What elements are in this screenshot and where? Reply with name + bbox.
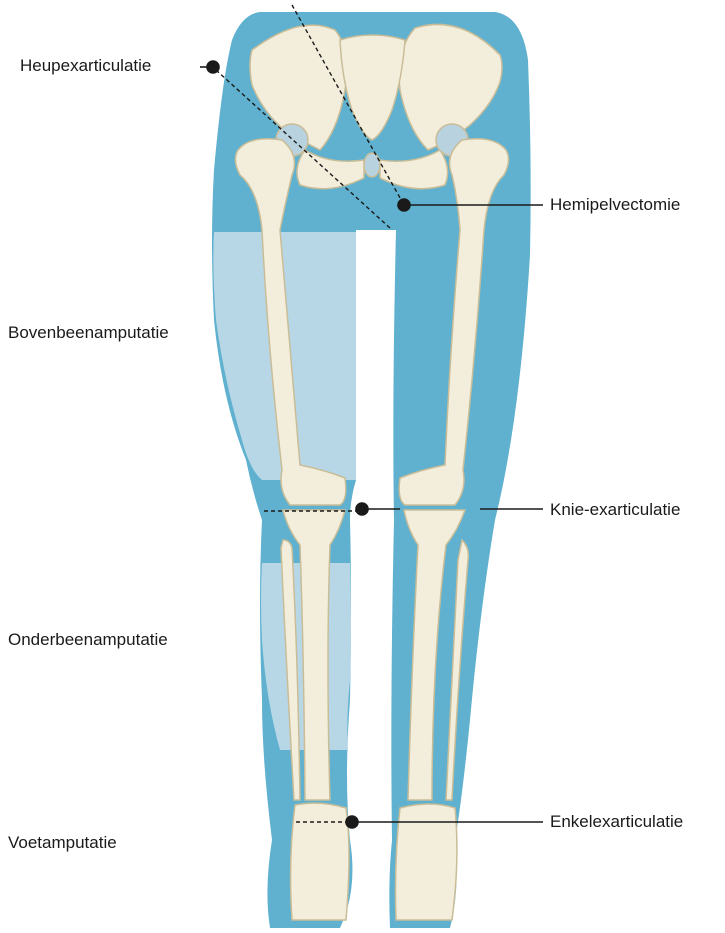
heup-dot [207, 61, 219, 73]
label-onderbeenamputatie: Onderbeenamputatie [8, 630, 168, 650]
hemi-dot [398, 199, 410, 211]
label-heupexarticulatie: Heupexarticulatie [20, 56, 151, 76]
knie-dot [356, 503, 368, 515]
enkel-dot [346, 816, 358, 828]
label-enkelexarticulatie: Enkelexarticulatie [550, 812, 683, 832]
label-bovenbeenamputatie: Bovenbeenamputatie [8, 323, 169, 343]
pubic-symphysis [364, 153, 380, 177]
label-hemipelvectomie: Hemipelvectomie [550, 195, 680, 215]
right-foot [291, 803, 349, 920]
label-knie-exarticulatie: Knie-exarticulatie [550, 500, 680, 520]
label-voetamputatie: Voetamputatie [8, 833, 117, 853]
